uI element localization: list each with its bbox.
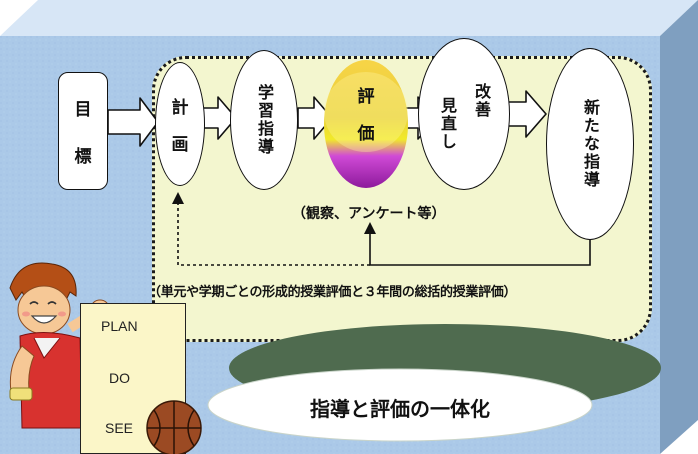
board-line-see: SEE <box>105 420 134 436</box>
learning-guidance-label: 学習指導 <box>255 84 274 156</box>
basketball-icon <box>146 400 202 454</box>
plan-node: 計 画 <box>155 62 205 186</box>
basketball-player-icon <box>9 262 110 429</box>
goal-char-1: 目 <box>74 100 92 120</box>
evaluation-char-2: 価 <box>357 124 375 144</box>
goal-box: 目 標 <box>58 72 108 190</box>
evaluation-char-1: 評 <box>357 87 375 107</box>
goal-char-2: 標 <box>74 147 92 167</box>
improve-col-2: 見直し <box>438 97 457 151</box>
improve-col-1: 改善 <box>472 83 491 119</box>
board-line-do: DO <box>109 370 130 386</box>
evaluation-label: 評 価 <box>318 56 414 192</box>
plan-char-2: 画 <box>171 135 189 155</box>
evaluation-node <box>324 60 408 188</box>
improve-node: 改善 見直し <box>418 38 510 190</box>
plan-char-1: 計 <box>171 98 189 118</box>
evaluation-note: （観察、アンケート等） <box>292 206 446 222</box>
learning-guidance-node: 学習指導 <box>230 50 298 190</box>
summary-text: 指導と評価の一体化 <box>310 397 490 421</box>
new-guidance-node: 新たな指導 <box>546 48 634 240</box>
board-line-plan: PLAN <box>101 318 138 334</box>
new-guidance-label: 新たな指導 <box>581 99 600 189</box>
bottom-note: （単元や学期ごとの形成的授業評価と３年間の総括的授業評価） <box>148 285 517 300</box>
